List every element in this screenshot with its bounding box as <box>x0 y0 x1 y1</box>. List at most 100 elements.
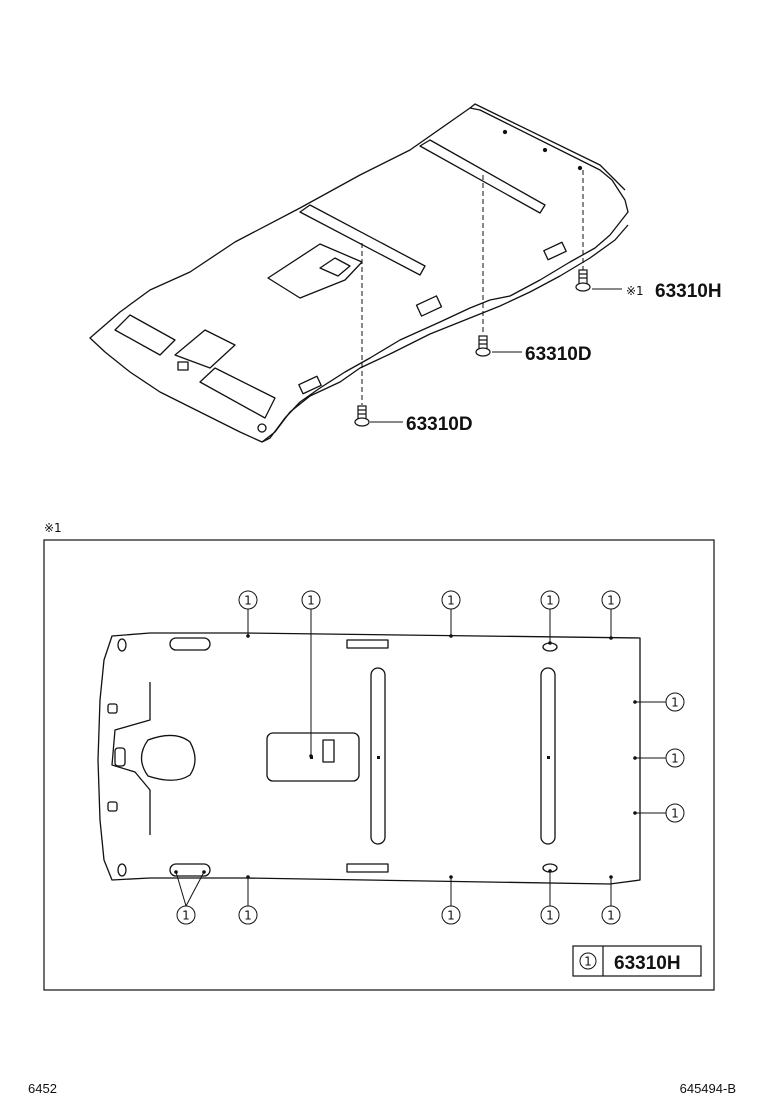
callout-11: 1 <box>540 869 560 925</box>
front-clip-hole <box>257 423 267 433</box>
headliner-side-edge <box>261 224 629 443</box>
console-recess-inner <box>319 257 351 277</box>
side-pad-3 <box>298 375 322 395</box>
callout-circle <box>176 905 196 925</box>
callout-10: 1 <box>441 875 461 925</box>
callout-target-dot <box>246 634 250 638</box>
callout-circle <box>601 590 621 610</box>
callout-circle <box>665 748 685 768</box>
callout-number: 1 <box>244 909 252 923</box>
callout-target-dot <box>309 754 313 758</box>
figure-code: 645494-B <box>679 1081 736 1096</box>
page-number: 6452 <box>28 1081 57 1096</box>
callout-circle <box>238 905 258 925</box>
plan-slot-front <box>370 667 386 845</box>
callout-7: 1 <box>633 748 685 768</box>
callout-6: 1 <box>633 692 685 712</box>
roof-slot-rear <box>419 139 546 214</box>
side-pad-1 <box>415 295 443 317</box>
callout-3: 1 <box>441 590 461 638</box>
callout-target-dot <box>246 875 250 879</box>
callout-circle <box>665 692 685 712</box>
clip-rear-icon <box>575 269 591 292</box>
callout-12: 1 <box>601 875 621 925</box>
visor-recess-left <box>114 314 176 356</box>
plan-pad-bottom-mid <box>346 863 389 873</box>
callout-target-dot <box>609 636 613 640</box>
callout-number: 1 <box>607 909 615 923</box>
rear-dot-1 <box>502 129 508 135</box>
detail-frame <box>43 539 715 991</box>
callout-number: 1 <box>447 909 455 923</box>
plan-pad-top-mid <box>346 639 389 649</box>
plan-front-curve <box>111 682 151 835</box>
plan-map-light <box>114 747 126 767</box>
dome-light <box>177 361 189 371</box>
callout-target-dot <box>633 811 637 815</box>
callout-number: 1 <box>671 807 679 821</box>
callout-circle <box>301 590 321 610</box>
plan-pad-bottom-front <box>169 863 211 877</box>
legend-part-number: 63310H <box>614 953 681 974</box>
roof-ridge-1 <box>469 103 626 191</box>
callout-8: 1 <box>633 803 685 823</box>
plan-front-hole-bottom <box>117 863 127 877</box>
roof-slot-front <box>299 204 426 276</box>
callout-circle <box>540 905 560 925</box>
callout-number: 1 <box>447 594 455 608</box>
clip-middle-part-number: 63310D <box>525 344 592 365</box>
plan-front-hole-top <box>117 638 127 652</box>
side-pad-2 <box>543 241 567 261</box>
detail-ref-mark: ※1 <box>44 521 62 535</box>
callout-circle <box>238 590 258 610</box>
clip-middle-icon <box>475 335 491 357</box>
headliner-3d-view <box>89 103 629 443</box>
rear-dot-3 <box>577 165 583 171</box>
callout-target-dot <box>609 875 613 879</box>
callout-target-dot <box>633 756 637 760</box>
callout-number: 1 <box>307 594 315 608</box>
callout-number: 1 <box>671 752 679 766</box>
map-light-recess <box>174 329 236 369</box>
callout-leader <box>185 871 205 907</box>
callout-number: 1 <box>607 594 615 608</box>
clip-callouts: 1 1 1 1 1 1 1 1 1 1 1 1 1 <box>174 590 685 925</box>
clip-front-icon <box>354 405 370 427</box>
callout-5: 1 <box>601 590 621 640</box>
callout-1: 1 <box>238 590 258 638</box>
callout-front-pair: 1 <box>174 870 206 925</box>
callout-circle <box>441 590 461 610</box>
visor-recess-right <box>199 367 276 419</box>
callout-target-dot <box>449 634 453 638</box>
plan-visor-clip-bottom <box>107 801 118 812</box>
plan-clip-points <box>310 756 550 759</box>
clip-leaders <box>361 170 584 405</box>
clip-rear-part-number: 63310H <box>655 281 722 302</box>
legend-callout-circle <box>579 952 597 970</box>
callout-target-dot <box>174 870 178 874</box>
callout-number: 1 <box>671 696 679 710</box>
plan-pad-top-front <box>169 637 211 651</box>
legend-box: 1 63310H <box>572 945 702 977</box>
callout-target-dot <box>202 870 206 874</box>
callout-target-dot <box>548 641 552 645</box>
plan-console-recess <box>266 732 360 782</box>
callout-leader <box>175 871 187 907</box>
callout-circle <box>441 905 461 925</box>
legend-callout-number: 1 <box>584 955 592 969</box>
callout-number: 1 <box>244 594 252 608</box>
callout-circle <box>665 803 685 823</box>
callout-4: 1 <box>540 590 560 645</box>
callout-target-dot <box>633 700 637 704</box>
label-leaders <box>370 288 622 423</box>
callout-9: 1 <box>238 875 258 925</box>
clip-front-part-number: 63310D <box>406 414 473 435</box>
plan-front-console <box>140 734 196 781</box>
callout-circle <box>540 590 560 610</box>
plan-visor-clip-top <box>107 703 118 714</box>
plan-console-switch <box>322 739 335 763</box>
plan-slot-rear <box>540 667 556 845</box>
callout-number: 1 <box>546 909 554 923</box>
callout-circle <box>601 905 621 925</box>
